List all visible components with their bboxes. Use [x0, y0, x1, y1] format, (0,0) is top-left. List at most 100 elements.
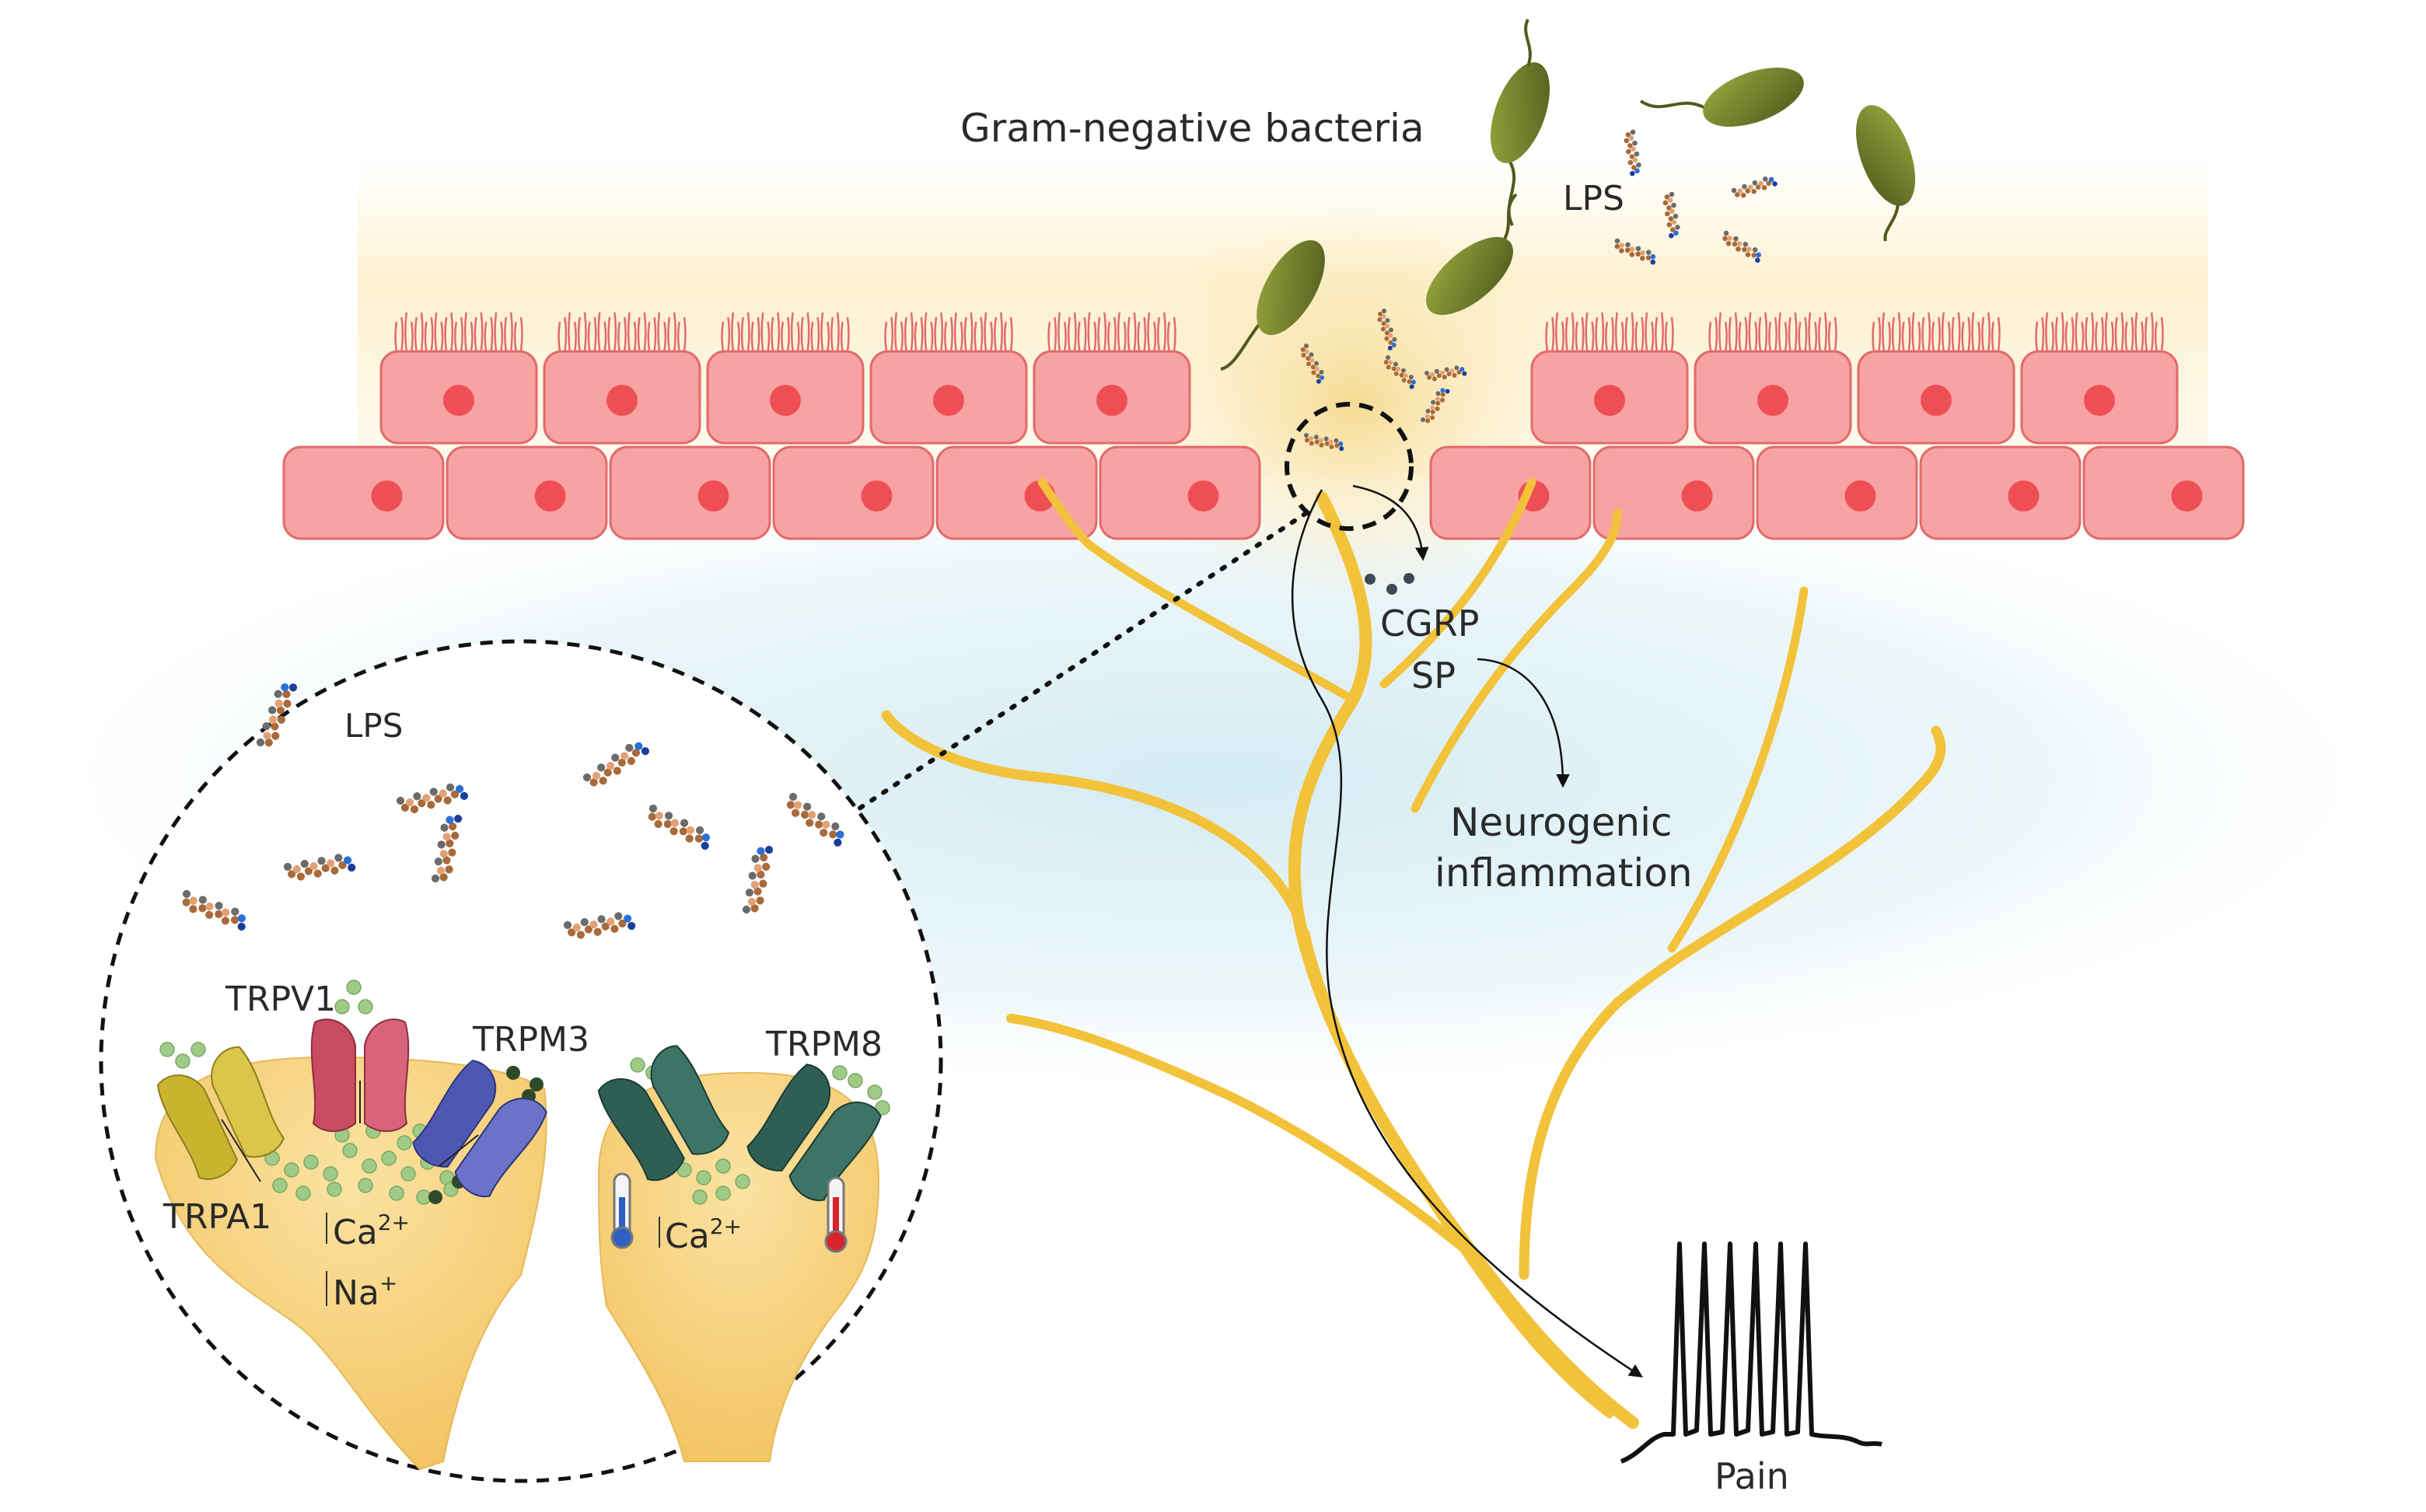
ion-particle: [191, 1042, 206, 1057]
sp-label: SP: [1411, 655, 1456, 697]
cilia: [1708, 312, 1837, 352]
cilia: [2035, 312, 2164, 352]
cgrp-label: CGRP: [1380, 602, 1479, 644]
trpm8-channel-right: [746, 1063, 882, 1202]
ion-particle: [358, 1178, 373, 1193]
trpm8-channel-left: [597, 1045, 730, 1182]
epithelial-cell: [1429, 445, 1592, 540]
ion-particle: [848, 1073, 863, 1088]
epithelial-cell: [1530, 350, 1689, 445]
epithelial-cell: [2082, 445, 2245, 540]
lps-molecule: [1424, 365, 1467, 382]
lps-top-label: LPS: [1563, 179, 1624, 218]
ion-particle: [692, 1189, 708, 1205]
cilia: [1872, 312, 2001, 352]
epithelial-cell: [1592, 445, 1755, 540]
ion-particle: [400, 1166, 416, 1182]
lps-molecule: [1304, 433, 1344, 452]
lps-zoom-label: LPS: [344, 707, 403, 745]
ion-particle: [696, 1170, 711, 1186]
ion-particle: [832, 1065, 848, 1081]
epithelial-cell: [2020, 350, 2179, 445]
zoom-source-circle: [1285, 402, 1414, 531]
ion-particle: [875, 1100, 890, 1116]
ion-particle: [389, 1186, 404, 1201]
bacteria-label: Gram-negative bacteria: [960, 106, 1424, 151]
ion-particle: [358, 999, 373, 1014]
ion-particle: [342, 1143, 358, 1158]
ion-particle-dark: [428, 1190, 442, 1204]
ion-particle: [159, 1042, 175, 1057]
lps-molecule: [396, 783, 469, 814]
epithelial-cell: [1756, 445, 1918, 540]
lps-molecule: [256, 683, 298, 747]
epithelial-cell: [772, 445, 935, 540]
cold-thermometer-icon: [610, 1172, 634, 1249]
ion-particle: [346, 979, 362, 995]
lps-molecule: [1383, 355, 1416, 389]
trpa1-channel: [156, 1046, 285, 1180]
cilia: [884, 312, 1013, 352]
ca-left-label: Ca2+: [333, 1210, 410, 1252]
ion-particles: [159, 979, 890, 1205]
ion-particle: [397, 1135, 412, 1151]
nerve-branch-top-right: [1379, 477, 1536, 689]
lps-molecules-top: [1300, 129, 1778, 452]
lps-molecule: [431, 815, 463, 883]
trpm3-label: TRPM3: [472, 1020, 589, 1060]
trpm3-channel: [412, 1060, 547, 1198]
ion-particle: [381, 1151, 397, 1166]
ion-particle-dark: [530, 1077, 544, 1091]
zoom-inset-content: LPS TRPV1 TRPM3 TRPM8 TRPA1 Ca2+ Na+ Ca2…: [154, 683, 890, 1471]
ion-particle: [715, 1158, 731, 1174]
hot-thermometer-icon: [824, 1176, 848, 1253]
neuropeptide-dots: [1365, 573, 1414, 595]
na-left-label: Na+: [333, 1270, 397, 1313]
nerve-branch-left-top: [1037, 477, 1358, 704]
lps-molecule: [742, 846, 774, 914]
lps-molecule: [1300, 344, 1325, 384]
lps-molecule: [182, 889, 246, 931]
ion-particle: [303, 1154, 319, 1170]
lps-molecule: [786, 792, 844, 847]
ion-particle: [630, 1057, 645, 1073]
pain-label: Pain: [1715, 1455, 1789, 1497]
cilia: [558, 312, 687, 352]
ion-particle: [715, 1186, 731, 1201]
lps-molecule: [1377, 309, 1397, 351]
lps-molecules-zoom: [182, 683, 844, 939]
nerve-fibers: [881, 477, 1946, 1429]
lps-molecule: [582, 742, 650, 787]
ion-particle: [284, 1162, 299, 1178]
bacterium-icon: [1425, 193, 1518, 316]
epithelial-cell: [706, 350, 865, 445]
epithelial-cell: [1694, 350, 1852, 445]
lps-molecule: [648, 804, 711, 850]
trpa1-label: TRPA1: [163, 1197, 271, 1237]
nerve-branch-right: [1519, 725, 1946, 1280]
ca-right-label: Ca2+: [665, 1213, 742, 1256]
signal-path-line: [1291, 489, 1643, 1378]
bacterium-icon: [1639, 67, 1804, 127]
lps-molecule: [1731, 176, 1778, 198]
ion-particle: [323, 1166, 338, 1182]
lps-molecule: [563, 912, 636, 939]
nerve-branch-left-upper: [881, 710, 1304, 923]
neurogenic-label-line1: Neurogenic: [1450, 800, 1672, 845]
epithelial-cell: [282, 445, 445, 540]
ion-particle: [272, 1178, 288, 1193]
epithelial-cell: [609, 445, 771, 540]
trpv1-label: TRPV1: [225, 979, 336, 1019]
trpv1-channel: [310, 1018, 410, 1133]
ion-particle-dark: [506, 1066, 520, 1080]
trpm8-label: TRPM8: [765, 1025, 883, 1064]
bacterium-icon: [1220, 239, 1325, 371]
epithelial-cell: [869, 350, 1028, 445]
ion-particle: [327, 1182, 342, 1197]
bacteria-group: [1220, 19, 1916, 371]
lps-molecule: [1662, 191, 1680, 239]
lps-molecule: [283, 854, 356, 881]
epithelial-cell: [1919, 445, 2082, 540]
nerve-branch-right-upper: [1667, 586, 1809, 953]
